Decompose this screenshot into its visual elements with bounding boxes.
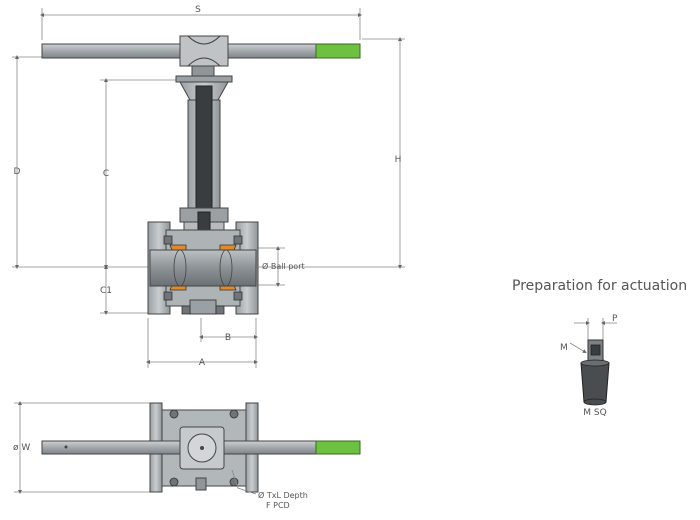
- actuation-labels: Preparation for actuation P M M SQ: [512, 278, 687, 418]
- dim-label-c: C: [103, 169, 109, 179]
- dim-label-ball-port: Ø Ball port: [262, 261, 305, 271]
- actuation-label-msq: M SQ: [583, 408, 606, 418]
- dimension-labels: S D C H C1 B A Ø Ball port ø W Ø TxL Dep…: [13, 5, 401, 510]
- handle-grip-plan: [315, 440, 361, 455]
- handle-grip: [315, 43, 361, 59]
- dim-label-d: D: [14, 167, 21, 177]
- actuation-label-p: P: [612, 314, 618, 324]
- dim-label-b: B: [225, 333, 231, 343]
- dim-label-s: S: [195, 5, 201, 15]
- dimension-lines-top: [12, 8, 405, 494]
- dim-label-c1: C1: [100, 286, 112, 296]
- actuation-label-m: M: [560, 343, 568, 353]
- dim-label-f-pcd: F PCD: [266, 501, 290, 510]
- valve-body-section: [147, 221, 259, 315]
- actuation-title: Preparation for actuation: [512, 278, 687, 294]
- bonnet-extension: [175, 75, 233, 243]
- dim-label-h: H: [395, 155, 402, 165]
- dim-label-txl-depth: Ø TxL Depth: [258, 490, 308, 500]
- stem: [195, 85, 213, 213]
- actuation-detail-figure: [569, 318, 617, 406]
- handle-bar-top: [41, 35, 361, 77]
- plan-view: [41, 402, 361, 495]
- dim-label-w: ø W: [13, 443, 30, 453]
- dim-label-a: A: [199, 358, 206, 368]
